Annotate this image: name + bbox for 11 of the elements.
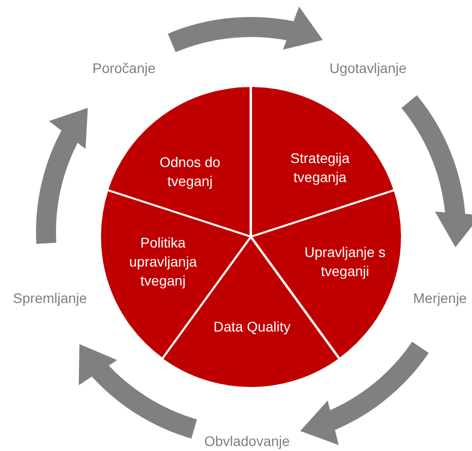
stage-label: Merjenje: [413, 289, 467, 307]
stage-label: Poročanje: [92, 59, 156, 77]
segment-label: Strategija tveganja: [289, 149, 351, 187]
stage-label: Spremljanje: [13, 289, 87, 307]
curved-arrow: [401, 96, 472, 248]
stage-label: Obvladovanje: [204, 432, 290, 450]
segment-label: Data Quality: [212, 318, 292, 336]
segment-label: Odnos do tveganj: [158, 153, 222, 191]
segment-label: Upravljanje s tveganji: [304, 242, 386, 281]
stage-label: Ugotavljanje: [329, 59, 407, 77]
segment-label: Politika upravljanja tveganj: [128, 233, 198, 290]
